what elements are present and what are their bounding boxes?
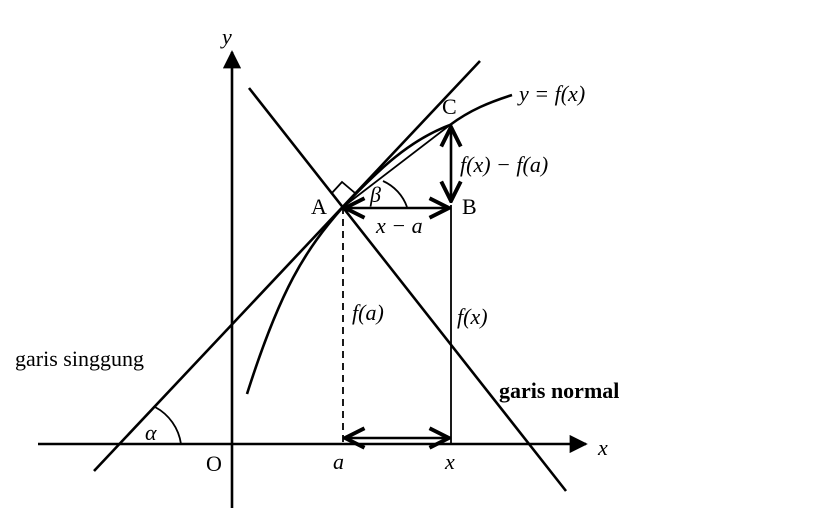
curve-f [245,93,513,395]
fa-label: f(a) [352,300,384,325]
fx-label: f(x) [457,304,488,329]
beta-arc [382,180,408,208]
x-minus-a-label: x − a [375,213,423,238]
x-axis-label: x [597,435,608,460]
normal-line-label: garis normal [499,378,619,403]
right-angle-marker [330,180,356,195]
point-a-label: A [311,194,327,219]
point-b-label: B [462,194,477,219]
origin-label: O [206,451,222,476]
tick-x-label: x [444,449,455,474]
curve-label: y = f(x) [517,81,585,106]
secant-ac [342,124,451,208]
fx-minus-fa-label: f(x) − f(a) [460,152,548,177]
beta-label: β [369,182,381,207]
normal-line [247,87,568,492]
tick-a-label: a [333,449,344,474]
alpha-arc [154,406,182,445]
alpha-label: α [145,420,157,445]
tangent-line [93,60,481,472]
y-axis-label: y [220,24,232,49]
point-c-label: C [442,94,457,119]
tangent-line-label: garis singgung [15,346,144,371]
